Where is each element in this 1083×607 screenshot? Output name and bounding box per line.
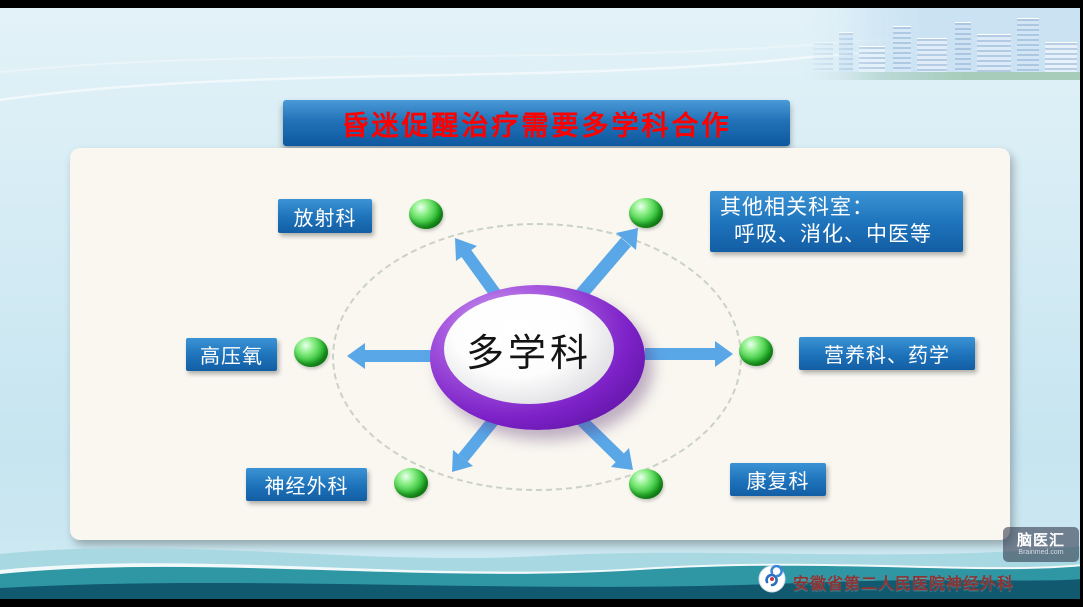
letterbox-top (0, 0, 1083, 8)
bottom-waves (0, 546, 1083, 599)
footer-affiliation: 安徽省第二人民医院神经外科 (793, 576, 1015, 593)
label-nutrition-pharmacy: 营养科、药学 (799, 337, 975, 370)
watermark-brand: 脑医汇 (1016, 531, 1065, 549)
letterbox-bottom (0, 599, 1083, 607)
label-other-line2: 呼吸、消化、中医等 (734, 222, 932, 246)
label-neurosurgery: 神经外科 (246, 468, 367, 501)
green-sphere-top-left (409, 199, 443, 229)
hub-label: 多学科 (465, 330, 592, 375)
slide-title: 昏迷促醒治疗需要多学科合作 (341, 110, 732, 141)
label-radiology: 放射科 (278, 199, 372, 233)
watermark-badge: 脑医汇 Brainmed.com (1003, 527, 1079, 562)
green-sphere-left (294, 337, 328, 367)
green-sphere-top-right (629, 198, 663, 228)
hub-inner-ellipse: 多学科 (444, 294, 614, 404)
green-sphere-bottom-right (629, 469, 663, 499)
letterbox-right (1080, 0, 1083, 607)
label-other-line1: 其他相关科室： (720, 196, 874, 220)
watermark-brand-sub: Brainmed.com (1018, 549, 1064, 557)
hospital-photo (795, 8, 1083, 80)
label-hyperbaric-oxygen: 高压氧 (186, 338, 277, 371)
radial-arrows (347, 228, 733, 472)
slide-title-bar: 昏迷促醒治疗需要多学科合作 (283, 100, 790, 146)
hospital-logo-icon (758, 565, 786, 593)
hub-ellipse: 多学科 (430, 285, 645, 430)
arrow-up-right (573, 237, 631, 303)
green-sphere-bottom-left (394, 468, 428, 498)
label-other-departments: 其他相关科室： 呼吸、消化、中医等 (710, 191, 963, 252)
arrow-down-right (572, 411, 625, 463)
label-rehabilitation: 康复科 (730, 463, 826, 496)
green-sphere-right (739, 336, 773, 366)
